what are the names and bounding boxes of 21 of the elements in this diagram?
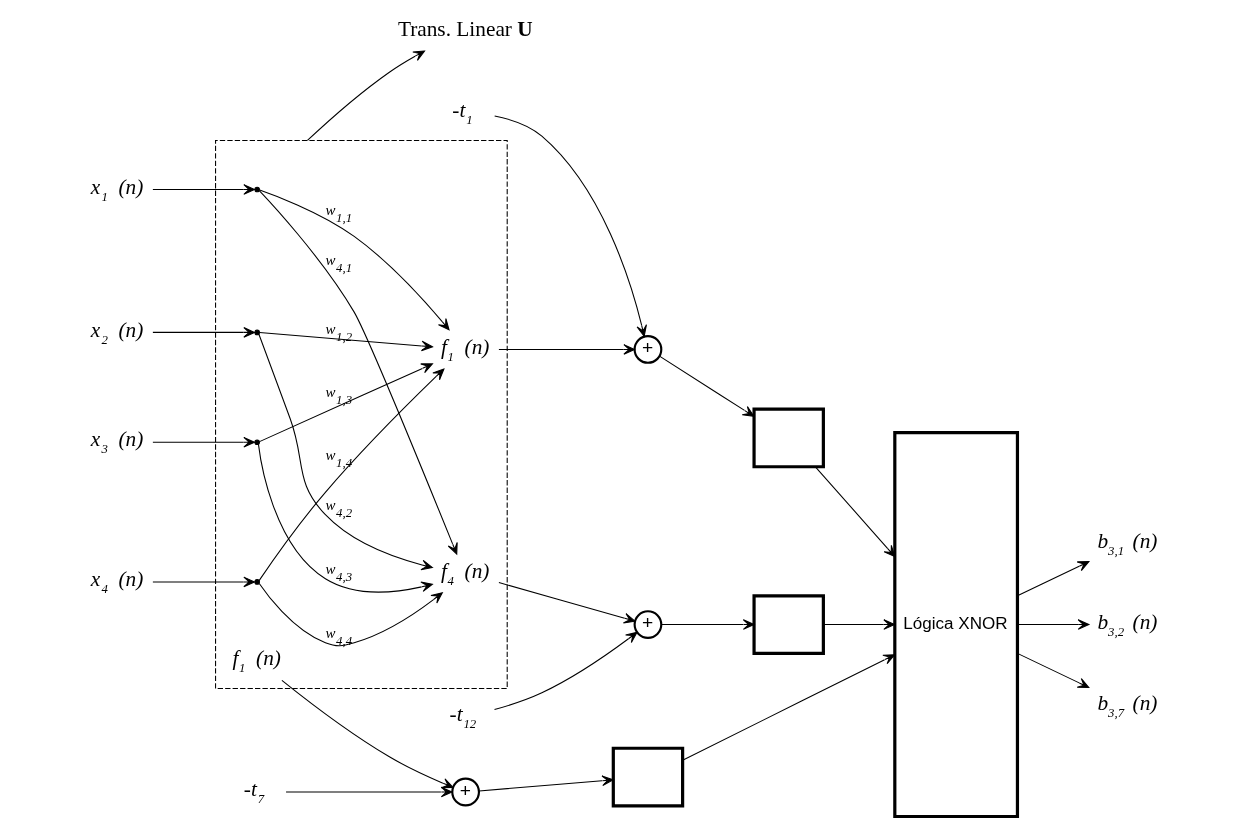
node-text: x$_{4}$ (n) (90, 567, 144, 597)
node-text: b$_{3,2}$ (n) (1097, 609, 1158, 639)
node-text: f$_{1}$ (n) (441, 334, 490, 364)
node-text: x$_{2}$ (n) (90, 317, 144, 347)
node-text: f$_{4}$ (n) (441, 558, 490, 588)
edge-label: w$_{4,3}$ (325, 560, 353, 584)
node-text: f$_{1}$ (n) (232, 646, 281, 676)
node-text: -t$_{12}$ (449, 701, 477, 731)
node-text: -t$_{1}$ (452, 97, 473, 127)
node-text: x$_{3}$ (n) (90, 427, 144, 457)
node-text: x$_{1}$ (n) (90, 174, 144, 204)
edge-label: w$_{4,2}$ (325, 496, 353, 520)
edge-label: w$_{1,3}$ (325, 383, 353, 407)
edge-label: w$_{4,4}$ (325, 624, 353, 648)
node-text: -t$_{7}$ (243, 777, 265, 807)
node-text: Trans. Linear U (397, 16, 533, 41)
node-text: b$_{3,1}$ (n) (1097, 528, 1158, 558)
edge-label: w$_{1,1}$ (325, 202, 353, 226)
edge-label: w$_{4,1}$ (325, 252, 353, 276)
edge-label: w$_{1,4}$ (325, 446, 353, 470)
node-text: b$_{3,7}$ (n) (1097, 690, 1158, 720)
